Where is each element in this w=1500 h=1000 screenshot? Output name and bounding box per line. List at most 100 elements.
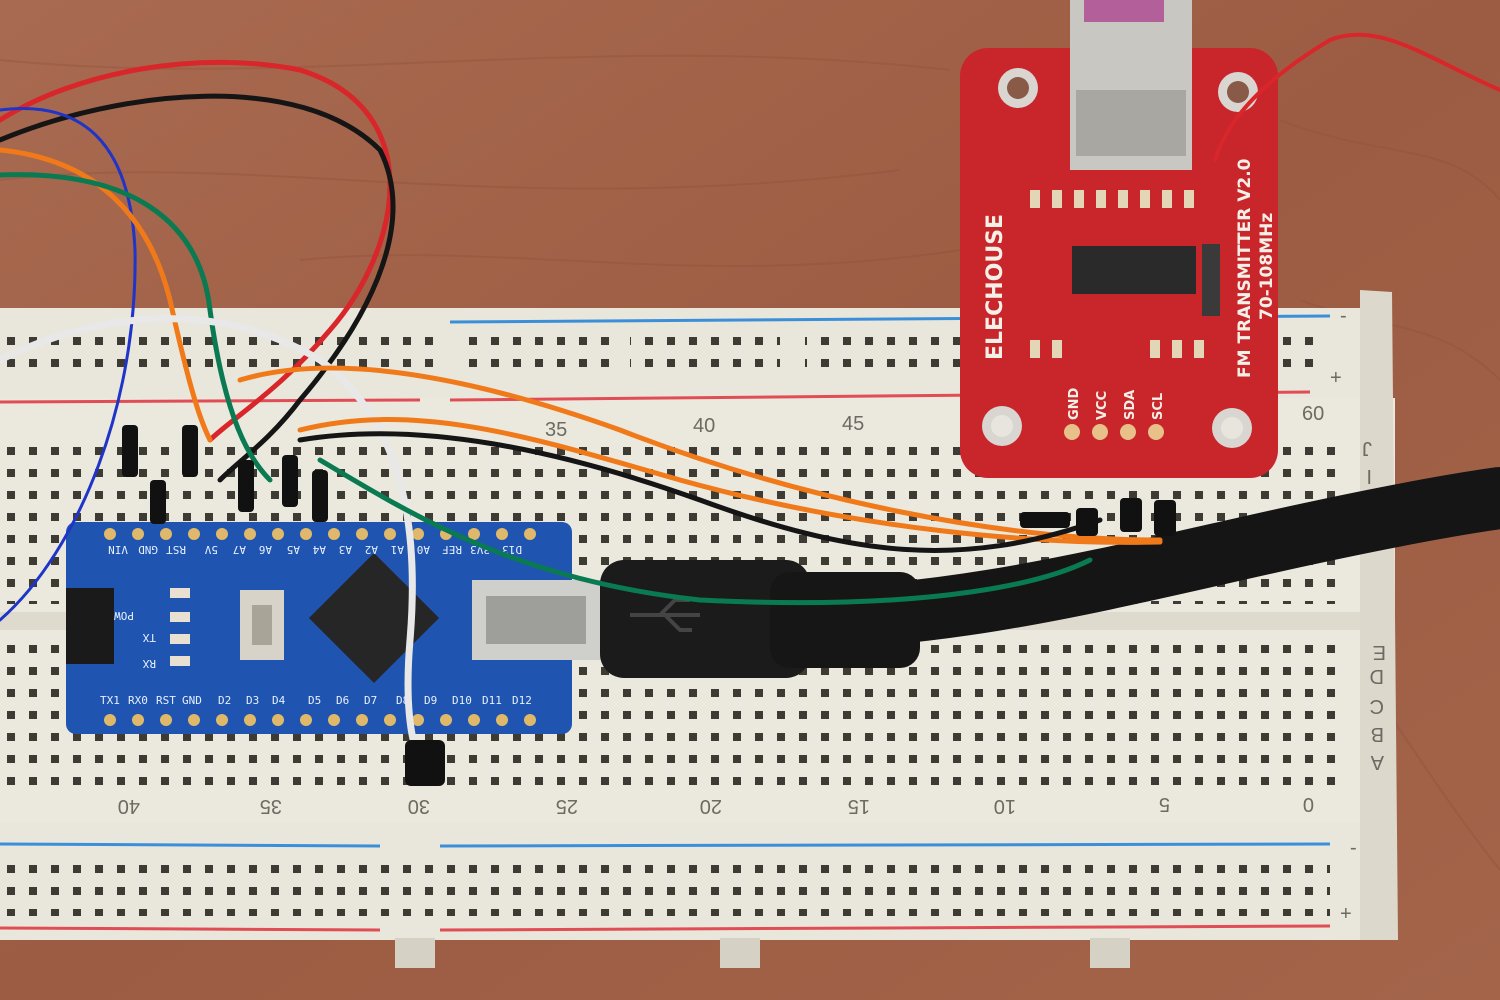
pin-label: GND [182,694,202,707]
pin-label: D9 [424,694,437,707]
pin-label: 5V [204,543,218,556]
column-number: 0 [1303,793,1314,815]
row-letter: E [1373,641,1386,663]
column-number: 10 [994,795,1016,817]
row-letter: C [1370,695,1384,717]
bottom-rail-blue-stripe [0,842,381,848]
top-rail-holes-c [630,330,780,374]
pin-label: D11 [482,694,502,707]
jumper-wires [0,32,1500,764]
fm-pin-label: SCL [1151,393,1166,420]
status-leds [170,588,190,666]
fm-title-label: FM TRANSMITTER V2.0 [1235,158,1255,378]
pin-label: D4 [272,694,286,707]
pin-label: A0 [417,543,430,556]
fm-header-pins [1064,424,1164,440]
black-wire [0,93,396,483]
column-number: 15 [848,795,870,817]
smd-components [1030,190,1204,358]
fm-pin-label: GND [1067,387,1082,420]
pin-label: D3 [246,694,259,707]
arduino-nano: POW TX RX D13 3V3 REF A0 A1 A2 A3 A4 A5 … [66,522,604,734]
arduino-pin-pads [104,528,536,726]
fm-transmitter-module: ELECHOUSE FM TRANSMITTER V2.0 70-108MHz … [960,0,1278,478]
pin-label: A2 [365,543,378,556]
pin-label: RX0 [128,694,148,707]
rail-mark-plus-bottom: + [1340,903,1352,925]
pin-label: REF [442,543,462,556]
jumper-ends [122,425,1176,786]
pin-label: D2 [218,694,231,707]
pin-label: D13 [502,543,522,556]
pin-label: VIN [108,543,128,556]
fm-chip [1072,246,1196,294]
rail-mark-plus-top: + [1330,367,1342,389]
fm-brand-label: ELECHOUSE [983,214,1008,360]
led-labels: POW TX RX [114,609,156,670]
bottom-rail-holes [0,856,1330,916]
row-letter: I [1366,465,1372,487]
red-wire-fm [1213,32,1500,162]
audio-plug [1084,0,1164,22]
fm-crystal [1202,244,1220,316]
green-wire [0,172,273,483]
pin-label: A4 [312,543,326,556]
led-label: RX [142,657,156,670]
fm-pin-label: VCC [1095,391,1110,420]
fm-pin-label: SDA [1123,390,1138,420]
bottom-rail-red-stripe [0,926,381,932]
pin-label: D12 [512,694,532,707]
pin-label: RST [166,543,186,556]
pin-label: RST [156,694,176,707]
column-number: 25 [556,795,578,817]
row-letter: J [1362,437,1372,459]
led-label: TX [142,631,156,644]
row-letter: A [1370,751,1384,773]
blue-wire [0,107,137,622]
breadboard-base-clips [395,938,435,968]
arduino-top-pin-labels: D13 3V3 REF A0 A1 A2 A3 A4 A5 A6 A7 5V R… [108,543,522,556]
orange-wire-1 [0,147,213,443]
red-wire [0,59,393,443]
rail-mark-minus-bottom: - [1350,837,1357,859]
pin-label: D10 [452,694,472,707]
top-rail-holes-d [805,328,960,372]
top-rail-holes-b [460,330,610,374]
black-wire-2 [297,431,1103,553]
icsp-header [66,588,114,664]
orange-wire-2 [237,365,1163,543]
row-letter: D [1370,665,1384,687]
pin-label: D6 [336,694,349,707]
column-number: 40 [693,415,715,437]
row-letters-bottom: E [1373,641,1386,663]
white-wire [0,315,424,764]
breadboard-right-edge [1360,290,1398,940]
pin-label: TX1 [100,694,120,707]
column-number: 45 [842,413,864,435]
pin-label: D5 [308,694,321,707]
column-number: 20 [700,795,722,817]
pin-label: D7 [364,694,377,707]
bottom-column-numbers: 40 35 30 25 20 15 10 5 0 [118,793,1314,817]
column-number: 40 [118,795,140,817]
pin-label: A1 [391,543,404,556]
usb-plug [600,560,810,678]
pin-label: A5 [287,543,300,556]
usb-cable [600,467,1500,678]
column-number: 35 [545,419,567,441]
row-letters-bottom-right: D C B A [1370,665,1384,773]
fm-pin-labels: GND VCC SDA SCL [1067,387,1166,420]
pin-label: A6 [259,543,272,556]
arduino-bottom-pin-labels: TX1 RX0 RST GND D2 D3 D4 D5 D6 D7 D8 D9 … [100,694,532,707]
green-wire-2 [317,457,1093,606]
column-number: 35 [260,795,282,817]
pin-label: A3 [339,543,352,556]
row-letter: B [1371,723,1384,745]
led-label: POW [114,609,134,622]
pin-label: GND [138,543,158,556]
pin-label: A7 [233,543,246,556]
top-rail-holes-e [1280,325,1320,369]
column-number: 30 [408,795,430,817]
column-number: 60 [1302,403,1324,425]
